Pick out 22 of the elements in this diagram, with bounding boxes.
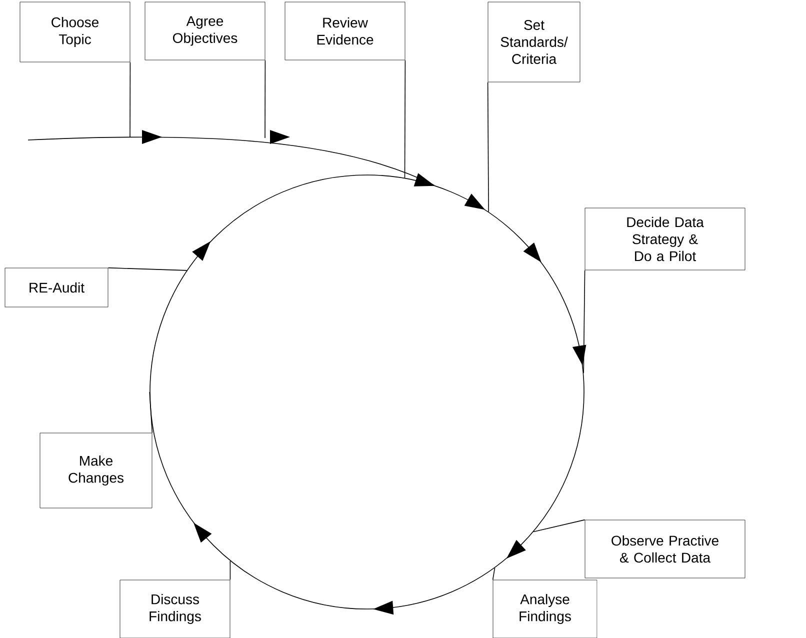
leader-line	[108, 267, 188, 271]
step-box: RE-Audit	[4, 268, 108, 308]
leader-line	[404, 60, 406, 178]
leader-line	[130, 62, 131, 138]
step-box: Discuss Findings	[120, 580, 230, 638]
leader-line	[533, 519, 586, 532]
step-box: Observe Practive & Collect Data	[584, 520, 746, 578]
leader-line	[492, 568, 496, 580]
leader-line	[583, 270, 586, 374]
entry-arrow	[28, 130, 435, 186]
leader-line	[230, 560, 231, 580]
leader-line	[149, 392, 153, 434]
leader-line	[487, 82, 489, 212]
cycle-circle	[150, 174, 584, 610]
leader-line	[264, 60, 266, 138]
step-box: Review Evidence	[284, 2, 406, 60]
step-box: Analyse Findings	[492, 580, 598, 638]
step-box: Make Changes	[40, 432, 152, 508]
step-box: Agree Objectives	[144, 2, 266, 60]
step-box: Choose Topic	[20, 2, 130, 62]
step-box: Decide Data Strategy & Do a Pilot	[584, 208, 746, 270]
step-box: Set Standards/ Criteria	[488, 2, 580, 82]
